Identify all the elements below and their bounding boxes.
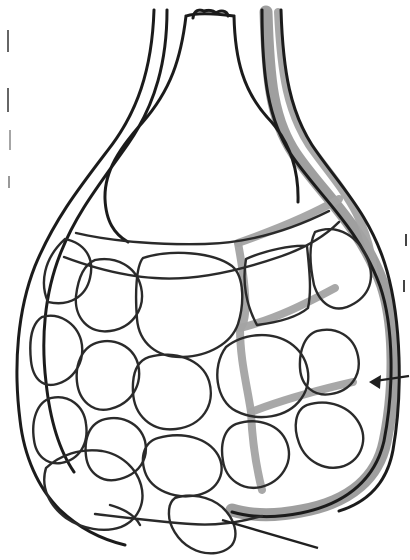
highlight-crossbar-upper xyxy=(238,199,339,243)
upper-crossband-inner xyxy=(64,222,339,278)
cell-6 xyxy=(30,316,82,385)
cell-15 xyxy=(296,403,363,468)
cell-8 xyxy=(133,355,211,430)
cell-7 xyxy=(77,341,139,410)
scan-artifacts xyxy=(8,30,406,292)
outer-network-outline xyxy=(17,10,399,545)
neck-left xyxy=(105,16,186,242)
cell-3 xyxy=(136,253,242,357)
cell-13 xyxy=(143,435,222,496)
highlight-vertical xyxy=(238,243,262,490)
pointer-arrow-icon xyxy=(369,375,381,389)
outer-left-boundary xyxy=(17,10,154,545)
cell-11 xyxy=(33,397,86,463)
